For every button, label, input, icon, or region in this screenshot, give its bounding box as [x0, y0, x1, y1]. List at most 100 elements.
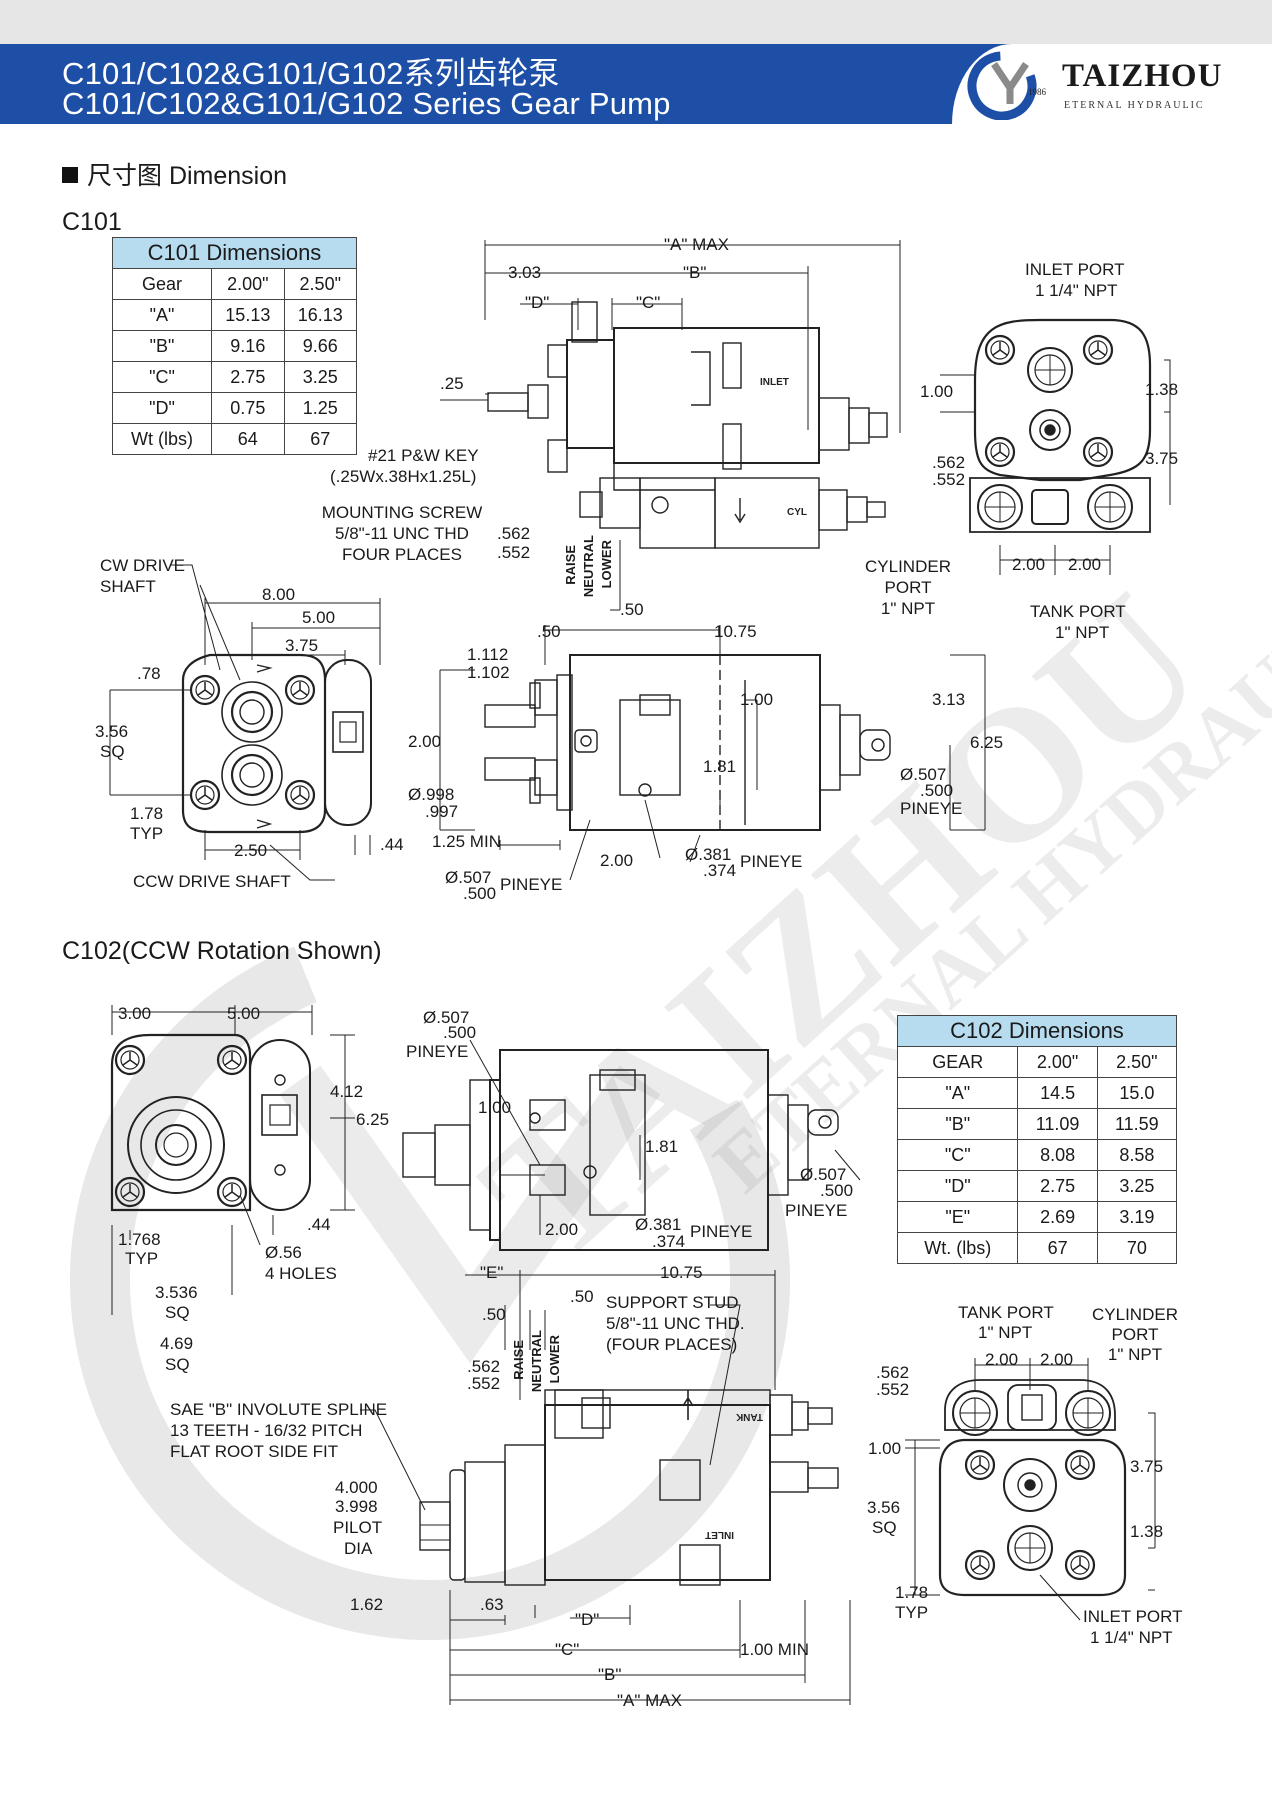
dim-313: 3.13 [932, 690, 966, 709]
dim-44-c102: .44 [307, 1215, 331, 1234]
typ-label-end-c102: TYP [895, 1603, 929, 1622]
dim-375-c102: 3.75 [1130, 1457, 1164, 1476]
title-english: C101/C102&G101/G102 Series Gear Pump [62, 86, 671, 121]
pin-507-b: Ø.507 [445, 868, 492, 887]
dim-200-c102-b: 2.00 [1040, 1350, 1074, 1369]
dim-4000: 4.000 [335, 1478, 378, 1497]
dim-412: 4.12 [330, 1082, 364, 1101]
section-title: 尺寸图 Dimension [62, 156, 287, 192]
pineye-label: PINEYE [900, 799, 963, 818]
inlet-port-npt-c102: 1 1/4" NPT [1090, 1628, 1173, 1647]
dim-a-max: "A" MAX [664, 235, 729, 254]
dim-562: .562 [497, 524, 531, 543]
dim-a-max-c102: "A" MAX [617, 1691, 682, 1710]
mount-screw-label: MOUNTING SCREW [321, 503, 483, 522]
dim-250: 2.50 [234, 841, 268, 860]
pineye-label-3: PINEYE [500, 875, 563, 894]
lower-label-c102: LOWER [547, 1335, 562, 1384]
pilot-label: PILOT [333, 1518, 383, 1537]
pin-374: .374 [703, 861, 737, 880]
dim-356: 3.56 [95, 722, 129, 741]
logo-subtitle: ETERNAL HYDRAULIC [1064, 100, 1205, 111]
dim-562-c102-b: .562 [876, 1363, 910, 1382]
dim-100: 1.00 [920, 382, 954, 401]
sq-label: SQ [100, 742, 125, 761]
dim-138: 1.38 [1145, 380, 1179, 399]
table-header: 2.00" [1017, 1046, 1098, 1078]
dim-50-side: .50 [537, 622, 561, 641]
dim-356-c102: 3.56 [867, 1498, 901, 1517]
tank-port-label: TANK PORT [1030, 602, 1126, 621]
c101-side-view [439, 625, 986, 881]
dim-c: "C" [636, 293, 661, 312]
dim-200-a: 2.00 [1012, 555, 1046, 574]
inlet-port-c102: INLET PORT [1083, 1607, 1183, 1626]
ccw-drive-label: CCW DRIVE SHAFT [133, 872, 291, 891]
table-header: 2.50" [283, 268, 358, 300]
raise-label-c102: RAISE [511, 1340, 526, 1380]
logo-name: TAIZHOU [1062, 58, 1223, 94]
dim-b: "B" [683, 263, 707, 282]
dim-375-front: 3.75 [285, 636, 319, 655]
mount-thread: 5/8"-11 UNC THD [335, 524, 469, 543]
dim-162: 1.62 [350, 1595, 384, 1614]
pin-381: Ø.381 [685, 845, 732, 864]
dim-b-c102: "B" [598, 1665, 622, 1684]
c102-dimensions-table: C102 Dimensions GEAR 2.00" 2.50" "A"14.5… [896, 1015, 1178, 1264]
dim-1112: 1.112 [467, 645, 509, 664]
dim-200-b: 2.00 [1068, 555, 1102, 574]
support-stud-label: SUPPORT STUD [606, 1293, 739, 1312]
c102-end-view [905, 1358, 1156, 1621]
dim-100-side: 1.00 [740, 690, 774, 709]
c102-bottom-view: TANK INLET [360, 1270, 851, 1705]
pineye-c102-2: PINEYE [690, 1222, 753, 1241]
spline-teeth: 13 TEETH - 16/32 PITCH [170, 1421, 363, 1440]
dim-3536: 3.536 [155, 1283, 198, 1302]
hole-dia: Ø.56 [265, 1243, 302, 1262]
c102-side-view [402, 1039, 861, 1251]
dim-200-side: 2.00 [408, 732, 442, 751]
sq-label-c102: SQ [165, 1303, 190, 1322]
dim-100-c102: 1.00 [478, 1098, 512, 1117]
spline-label: SAE "B" INVOLUTE SPLINE [170, 1400, 388, 1419]
cylinder-port-label2: PORT [884, 578, 932, 597]
title-chinese: C101/C102&G101/G102系列齿轮泵 [62, 56, 560, 91]
cylinder-port-c102: CYLINDER [1092, 1305, 1178, 1324]
key-size: (.25Wx.38Hx1.25L) [330, 467, 477, 486]
svg-text:TANK: TANK [735, 1411, 763, 1422]
pin-507-c102-b: Ø.507 [800, 1165, 847, 1184]
pin-374-c102: .374 [652, 1232, 686, 1251]
dim-552-c102-b: .552 [876, 1380, 910, 1399]
cylinder-port-c102-2: PORT [1111, 1325, 1159, 1344]
svg-text:CYL: CYL [787, 507, 807, 518]
dim-1768: 1.768 [118, 1230, 161, 1249]
pineye-label-2: PINEYE [740, 852, 803, 871]
dim-200-c102: 2.00 [545, 1220, 579, 1239]
dim-50: .50 [620, 600, 644, 619]
typ-label: TYP [130, 824, 164, 843]
dim-138-c102: 1.38 [1130, 1522, 1164, 1541]
table-header: Gear [111, 268, 213, 300]
c101-dimensions-table: C101 Dimensions Gear 2.00" 2.50" "A"15.1… [111, 237, 358, 455]
dim-552-c102: .552 [467, 1374, 501, 1393]
pineye-c102-3: PINEYE [785, 1201, 848, 1220]
pin-500: .500 [920, 781, 954, 800]
pin-500-c102-b: .500 [820, 1181, 854, 1200]
dim-1075-c102: 10.75 [660, 1263, 703, 1282]
dim-1075: 10.75 [714, 622, 757, 641]
dim-50-a: .50 [482, 1305, 506, 1324]
dim-800: 8.00 [262, 585, 296, 604]
c101-front-view [109, 564, 381, 881]
typ-label-c102: TYP [125, 1249, 159, 1268]
dim-100-end-c102: 1.00 [868, 1439, 902, 1458]
spline-fit: FLAT ROOT SIDE FIT [170, 1442, 339, 1461]
c102-front-view [110, 1005, 355, 1315]
raise-label: RAISE [563, 545, 578, 585]
